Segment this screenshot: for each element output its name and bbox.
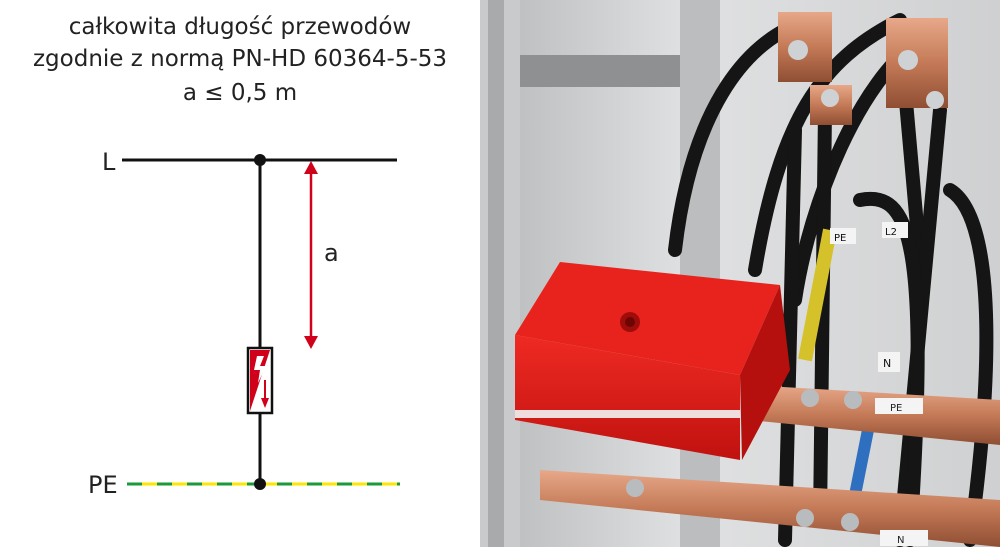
- busbar-label-n: N: [897, 535, 904, 546]
- circuit-schematic: L a PE: [88, 148, 400, 499]
- copper-terminals: [778, 12, 948, 125]
- busbars: PE N: [540, 385, 1000, 547]
- cable-label-pe: PE: [834, 233, 846, 244]
- installation-photo: PE N PE L2 N: [480, 0, 1000, 547]
- cable-label-n: N: [883, 357, 891, 370]
- title-line-1: całkowita długość przewodów: [68, 14, 412, 40]
- busbar-label-pe: PE: [890, 403, 902, 414]
- surge-protection-device: [515, 262, 790, 460]
- pe-cable: [798, 228, 837, 362]
- length-arrow-a: [304, 161, 318, 349]
- label-a: a: [324, 239, 339, 267]
- title-line-2: zgodnie z normą PN-HD 60364-5-53: [32, 46, 448, 72]
- cable-markers: PE L2 N: [830, 222, 908, 372]
- wiring-diagram: całkowita długość przewodów zgodnie z no…: [0, 0, 480, 547]
- title-line-3: a ≤ 0,5 m: [182, 80, 298, 106]
- junction-dot-PE: [254, 478, 266, 490]
- label-L: L: [102, 148, 116, 176]
- photo-illustration: PE N PE L2 N: [480, 0, 1000, 547]
- cable-label-l2: L2: [885, 227, 897, 238]
- surge-arrester-symbol: [246, 346, 274, 415]
- label-PE: PE: [88, 471, 118, 499]
